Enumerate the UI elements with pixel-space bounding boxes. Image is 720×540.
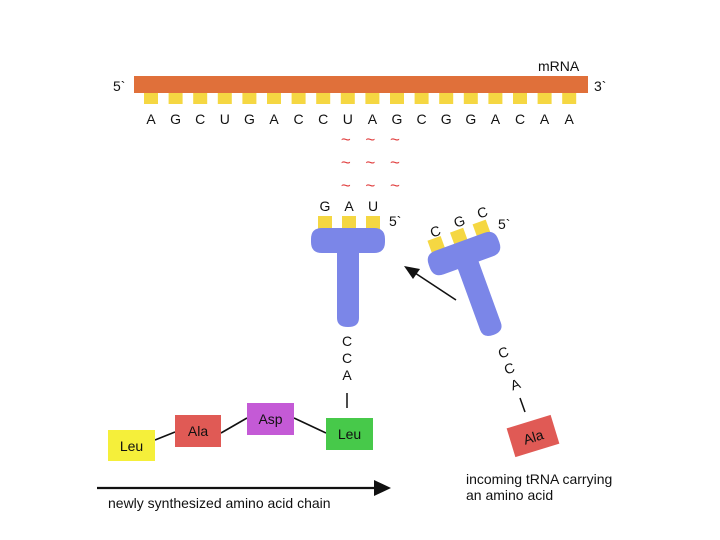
mrna-base: G [170,111,181,127]
chain-bond [220,417,248,434]
acceptor-base: A [508,375,523,393]
residue-box [108,430,155,461]
mrna-base-tick [390,90,404,104]
mrna-base-tick [316,90,331,104]
trna-incoming-body [427,231,502,336]
mrna-base: C [417,111,427,127]
pairing-squiggle: ~ [365,153,375,172]
mrna-base: A [368,111,378,127]
mrna-base-tick [193,90,208,104]
anticodon-tick [366,216,380,230]
anticodon-base: G [320,198,331,214]
incoming-arrow [404,266,457,301]
mrna-base: C [318,111,328,127]
acceptor-base: C [502,359,517,377]
mrna-base-tick [488,90,503,104]
bound-anticodon-ticks [318,216,380,230]
mrna-base: C [294,111,304,127]
incoming-caption-line2: an amino acid [466,487,553,503]
mrna-base-tick [168,90,183,104]
mrna-base-tick [267,90,281,104]
mrna-5prime-label: 5` [113,78,125,94]
incoming-caption-line1: incoming tRNA carrying [466,471,612,487]
anticodon-base: C [428,222,443,240]
amino-acid-chain: Leu Ala Asp Leu newly synthesized amino … [97,403,391,511]
bound-acceptor-stem: CCA [342,333,352,383]
residue-box [247,403,294,435]
mrna-base: G [392,111,403,127]
pairing-squiggle: ~ [365,176,375,195]
codon-anticodon-pairing: ~ ~ ~ ~ ~ ~ ~ ~ ~ [341,130,400,195]
acceptor-base: A [342,367,352,383]
pairing-squiggle: ~ [390,153,400,172]
mrna-base: A [491,111,501,127]
residue-label: Ala [188,423,208,439]
mrna-base: G [244,111,255,127]
mrna-base-tick [513,90,527,104]
anticodon-base: U [368,198,378,214]
incoming-trna-link [519,397,526,413]
mrna-base-tick [242,90,257,104]
chain-bond [154,431,176,441]
residue-box [326,418,373,450]
acceptor-base: C [496,343,511,361]
mrna-base-tick [340,90,355,104]
mrna-base: A [269,111,279,127]
mrna-base-tick [291,90,306,104]
anticodon-base: C [475,203,490,221]
pairing-squiggle: ~ [390,130,400,149]
mrna-base: A [146,111,156,127]
mrna-base: U [220,111,230,127]
mrna-base: C [515,111,525,127]
mrna-base: U [343,111,353,127]
incoming-amino-acid: Ala [506,414,560,458]
mrna-base-tick [463,90,478,104]
mrna-base-tick [439,90,454,104]
mrna-base: A [565,111,575,127]
chain-caption: newly synthesized amino acid chain [108,495,331,511]
anticodon-base: A [344,198,354,214]
pairing-squiggle: ~ [341,130,351,149]
anticodon-base: G [451,212,467,231]
anticodon-tick [318,216,332,230]
incoming-acceptor-stem: CCA [496,343,523,393]
pairing-squiggle: ~ [390,176,400,195]
acceptor-base: C [342,333,352,349]
chain-direction-arrowhead [374,480,391,496]
anticodon-tick [342,216,356,230]
svg-text:Ala: Ala [521,426,545,447]
mrna-base: G [441,111,452,127]
mrna-base-tick [537,90,552,104]
mrna-base-tick [144,90,158,104]
mrna-base: C [195,111,205,127]
mrna-backbone [134,76,588,93]
incoming-trna-5prime-label: 5` [498,216,510,232]
mrna-base-tick [414,90,429,104]
pairing-squiggle: ~ [341,153,351,172]
mrna-base: A [540,111,550,127]
mrna-label: mRNA [538,58,580,74]
mrna-base-tick [365,90,380,104]
bound-trna-5prime-label: 5` [389,213,401,229]
pairing-squiggle: ~ [365,130,375,149]
residue-label: Leu [120,438,143,454]
trna-bound-body [311,228,385,327]
mrna-base-ticks [144,90,577,104]
residue-label: Leu [338,426,361,442]
chain-bond [293,417,327,434]
mrna-3prime-label: 3` [594,78,606,94]
mrna-base: G [465,111,476,127]
pairing-squiggle: ~ [341,176,351,195]
residue-box [175,415,221,447]
mrna-base-tick [217,90,232,104]
residue-label: Asp [258,411,282,427]
mrna-base-tick [562,90,577,104]
acceptor-base: C [342,350,352,366]
